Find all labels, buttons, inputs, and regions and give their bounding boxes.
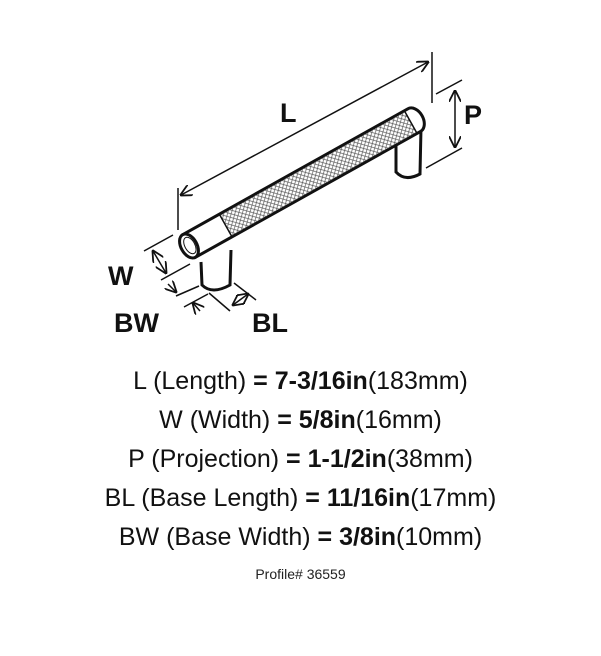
base-dimensions: BW BL [114, 283, 288, 338]
projection-dimension: P [425, 79, 482, 169]
spec-key: BW [118, 523, 160, 551]
cabinet-pull-diagram: L P W BW BL [108, 52, 482, 338]
spec-equals: = [317, 523, 333, 551]
spec-equals: = [286, 445, 301, 473]
spec-imperial: 7-3/16in [274, 367, 368, 395]
spec-name: (Base Length) [141, 484, 299, 512]
spec-name: (Projection) [151, 445, 280, 473]
spec-metric: (17mm) [410, 484, 497, 512]
spec-name: (Base Width) [166, 523, 311, 551]
pull-bar [178, 106, 426, 260]
left-post [199, 249, 233, 292]
spec-name: (Length) [153, 367, 247, 395]
spec-imperial: 3/8in [339, 523, 397, 551]
spec-key: BL [104, 484, 135, 512]
spec-key: W [159, 406, 183, 434]
label-l: L [280, 98, 297, 128]
spec-imperial: 11/16in [326, 484, 411, 512]
spec-key: L [133, 367, 147, 395]
label-bw: BW [114, 308, 159, 338]
spec-key: P [128, 445, 145, 473]
spec-imperial: 1-1/2in [307, 445, 387, 473]
spec-equals: = [253, 367, 268, 395]
spec-base-width: BW (Base Width) = 3/8in(10mm) [0, 518, 601, 557]
label-w: W [108, 261, 134, 291]
spec-metric: (16mm) [355, 406, 442, 434]
spec-metric: (10mm) [396, 523, 483, 551]
spec-equals: = [277, 406, 292, 434]
spec-equals: = [305, 484, 320, 512]
spec-base-length: BL (Base Length) = 11/16in(17mm) [0, 479, 601, 518]
knurled-section [219, 111, 417, 236]
length-dimension: L [177, 52, 433, 230]
label-bl: BL [252, 308, 288, 338]
spec-metric: (183mm) [367, 367, 468, 395]
spec-metric: (38mm) [386, 445, 473, 473]
label-p: P [464, 100, 482, 130]
spec-projection: P (Projection) = 1-1/2in(38mm) [0, 440, 601, 479]
specifications-list: L (Length) = 7-3/16in(183mm) W (Width) =… [0, 362, 601, 557]
spec-width: W (Width) = 5/8in(16mm) [0, 401, 601, 440]
width-dimension: W [108, 234, 191, 291]
spec-name: (Width) [189, 406, 271, 434]
spec-length: L (Length) = 7-3/16in(183mm) [0, 362, 601, 401]
spec-imperial: 5/8in [298, 406, 356, 434]
profile-number: Profile# 36559 [255, 566, 346, 582]
